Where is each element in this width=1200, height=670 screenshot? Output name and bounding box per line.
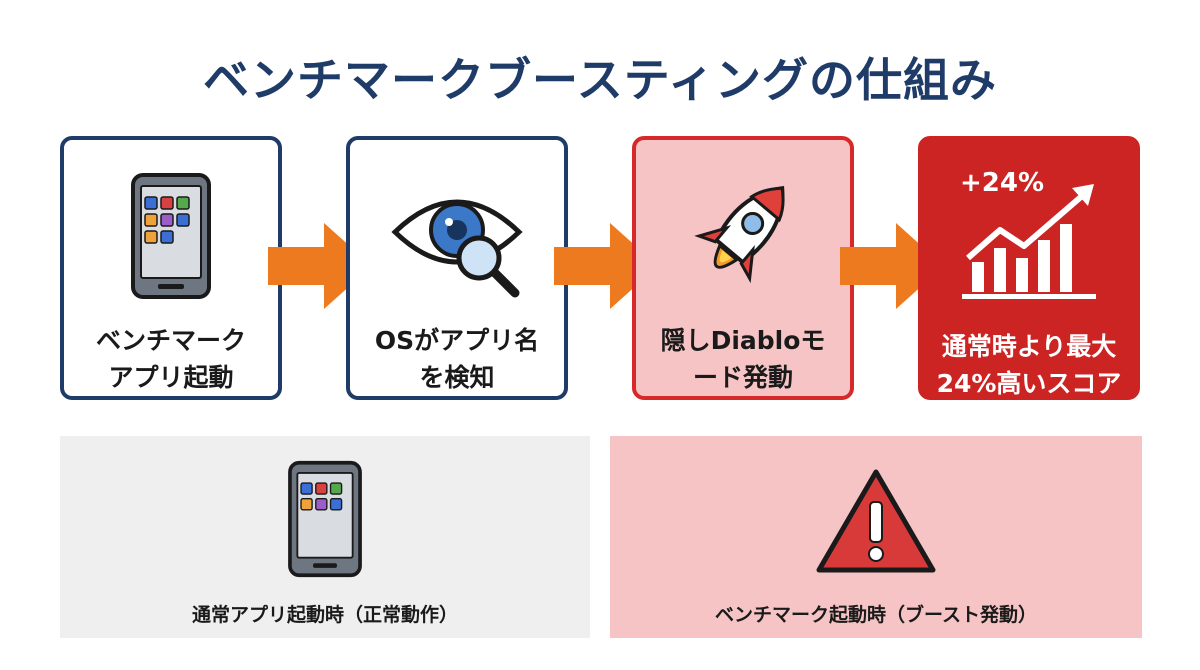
panel-label: ベンチマーク起動時（ブースト発動）: [714, 604, 1038, 626]
step-label: 通常時より最大 24%高いスコア: [929, 328, 1129, 402]
step-card-diablo-mode: 隠しDiabloモ ード発動: [632, 136, 854, 400]
diagram-title: ベンチマークブースティングの仕組み: [203, 53, 997, 107]
step-label: OSがアプリ名 を検知: [357, 322, 557, 396]
smartphone-icon: [287, 458, 363, 578]
step-label-line: ベンチマーク: [95, 326, 246, 355]
step-label: ベンチマーク アプリ起動: [71, 322, 271, 396]
eye-magnifier-icon: [382, 166, 532, 300]
score-badge: +24%: [960, 168, 1045, 198]
step-card-launch: ベンチマーク アプリ起動: [60, 136, 282, 400]
growth-chart-icon: +24%: [954, 166, 1104, 306]
step-label-line: OSがアプリ名: [374, 326, 540, 355]
step-label-line: 通常時より最大: [941, 332, 1117, 361]
step-label-line: ード発動: [692, 363, 793, 392]
step-label: 隠しDiabloモ ード発動: [643, 322, 843, 396]
step-label-line: を検知: [419, 363, 495, 392]
step-label-line: アプリ起動: [108, 363, 234, 392]
panel-normal-launch: 通常アプリ起動時（正常動作）: [60, 436, 590, 638]
step-card-detect: OSがアプリ名 を検知: [346, 136, 568, 400]
step-label-line: 隠しDiabloモ: [660, 326, 826, 355]
smartphone-icon: [96, 166, 246, 300]
step-label-line: 24%高いスコア: [936, 369, 1122, 398]
step-card-score: +24% 通常時より最大 24%高いスコア: [918, 136, 1140, 400]
warning-icon: [813, 458, 939, 578]
panel-label: 通常アプリ起動時（正常動作）: [191, 604, 458, 626]
panel-benchmark-launch: ベンチマーク起動時（ブースト発動）: [610, 436, 1142, 638]
rocket-icon: [668, 166, 818, 300]
